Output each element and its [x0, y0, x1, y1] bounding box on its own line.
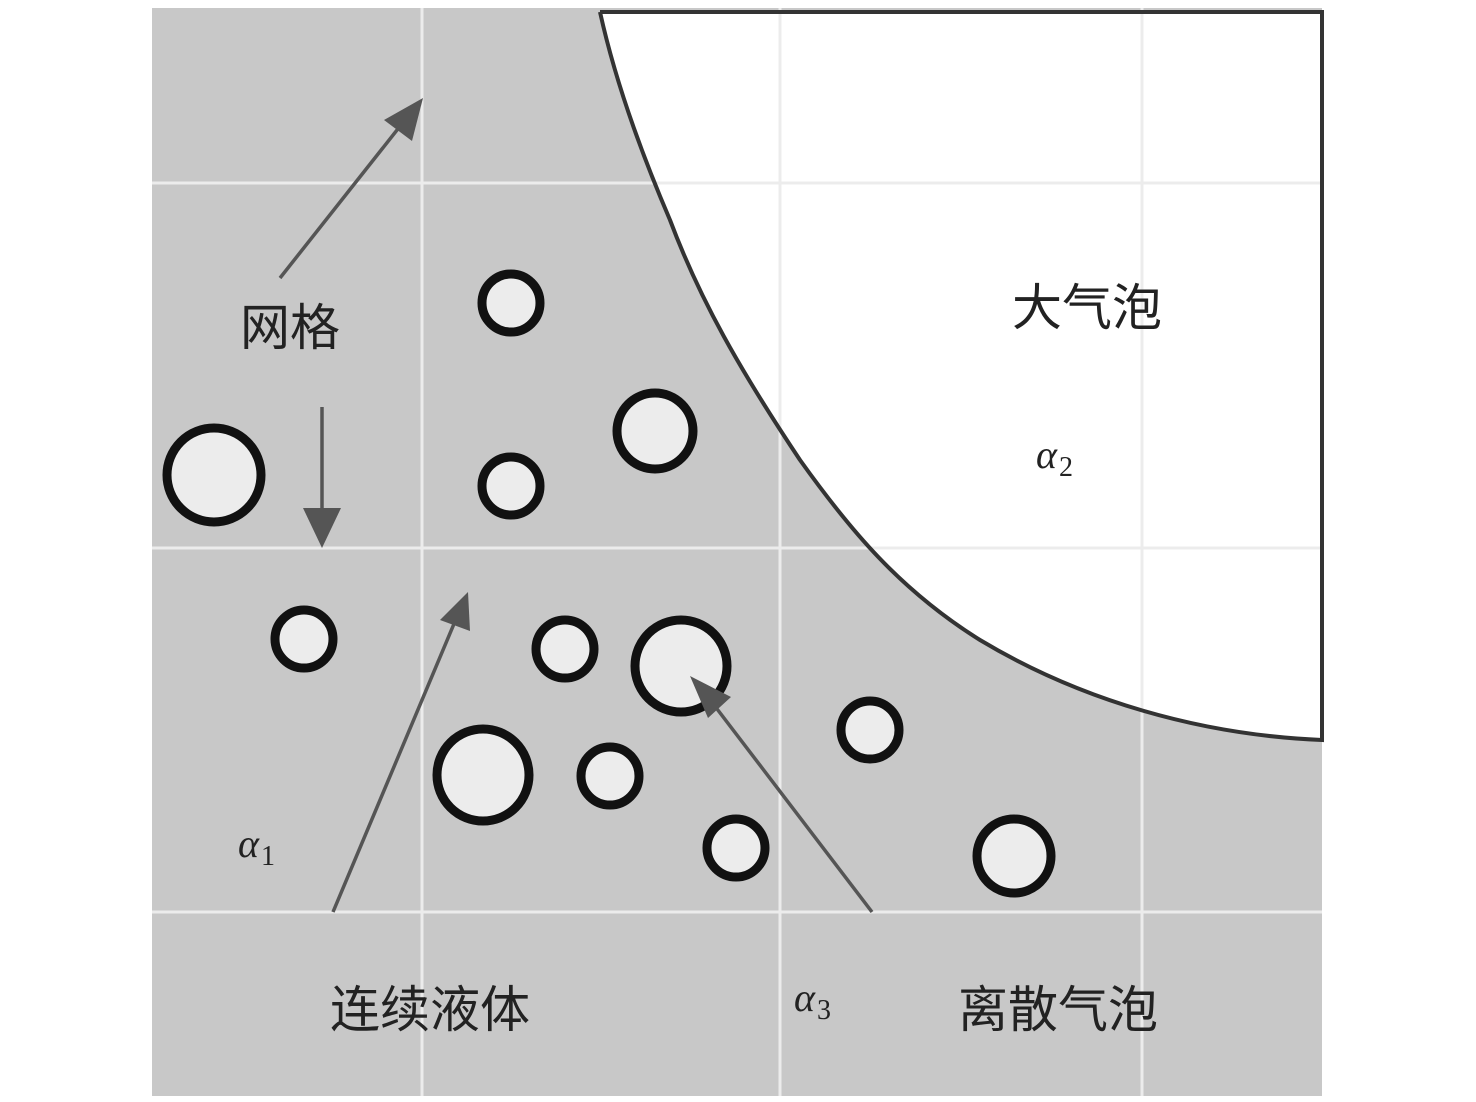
bubble — [836, 696, 904, 764]
alpha1-subscript: 1 — [261, 841, 275, 872]
alpha1-symbol: α — [238, 821, 260, 866]
large-bubble-label: 大气泡 — [1012, 279, 1162, 337]
arrowhead-grid-down — [303, 508, 341, 548]
bubble — [477, 452, 545, 520]
bubble — [612, 388, 698, 474]
bubble — [972, 814, 1056, 898]
arrow-liquid — [331, 598, 466, 913]
continuous-liquid-label: 连续液体 — [330, 981, 530, 1039]
discrete-bubbles — [162, 269, 1056, 898]
arrowhead-liquid — [440, 592, 470, 631]
bubble — [531, 615, 599, 683]
alpha2-label: α2 — [1036, 432, 1073, 483]
arrowhead-grid-up — [384, 98, 423, 141]
alpha1-label: α1 — [238, 821, 275, 872]
interface-outline — [598, 10, 1324, 743]
alpha3-symbol: α — [794, 975, 816, 1020]
arrowhead-bubble — [690, 676, 731, 718]
grid-label: 网格 — [240, 299, 340, 357]
arrow-bubble — [696, 682, 874, 914]
bubble — [270, 605, 338, 673]
arrow-grid-up — [278, 104, 418, 280]
alpha3-label: α3 — [794, 975, 831, 1026]
bubble — [162, 423, 266, 527]
bubble — [576, 742, 644, 810]
bubble — [477, 269, 545, 337]
bubble — [702, 814, 770, 882]
bubble — [432, 724, 534, 826]
alpha2-symbol: α — [1036, 432, 1058, 477]
discrete-bubbles-label: 离散气泡 — [958, 981, 1158, 1039]
grid-lines — [152, 8, 1322, 1096]
arrowheads — [303, 98, 731, 718]
alpha3-subscript: 3 — [817, 995, 831, 1026]
alpha2-subscript: 2 — [1059, 452, 1073, 483]
